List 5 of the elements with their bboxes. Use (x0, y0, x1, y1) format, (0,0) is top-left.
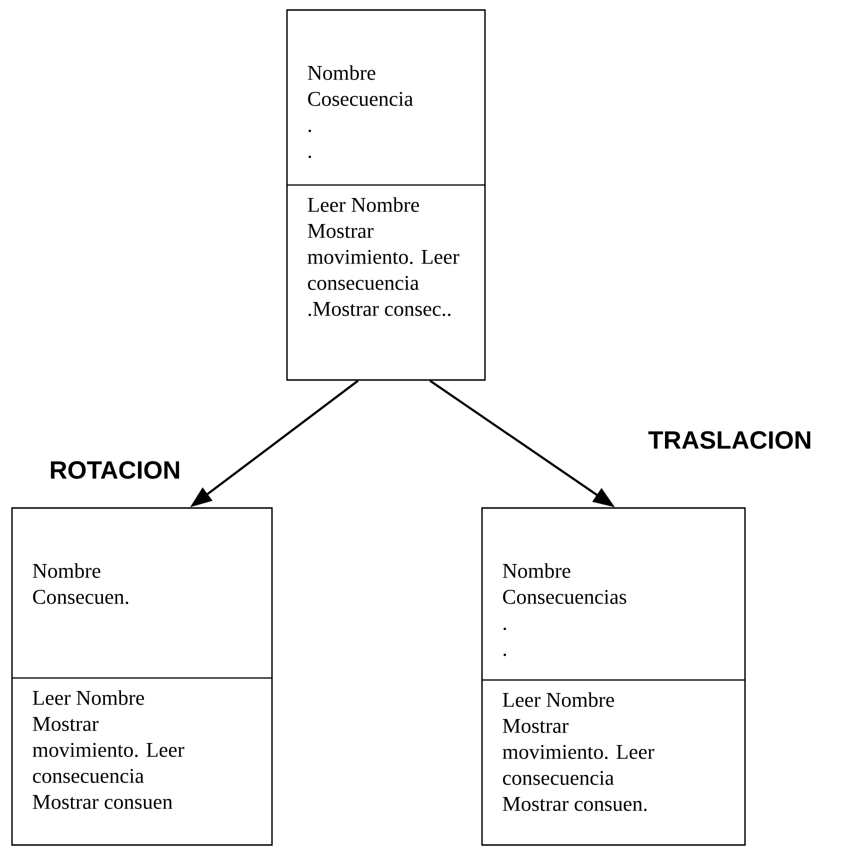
edge-label: ROTACION (50, 461, 180, 479)
class-box: Nombre Consecuencias . . Leer Nombre Mostrar movimiento. Leer consecuencia Mostrar consuen. (481, 507, 746, 846)
class-box: Nombre Consecuen. Leer Nombre Mostrar movimiento. Leer consecuencia Mostrar consuen (11, 507, 273, 846)
class-box: Nombre Cosecuencia . . Leer Nombre Mostrar movimiento. Leer consecuencia .Mostrar consec.. (286, 9, 486, 381)
edge-label: TRASLACION (648, 431, 810, 449)
